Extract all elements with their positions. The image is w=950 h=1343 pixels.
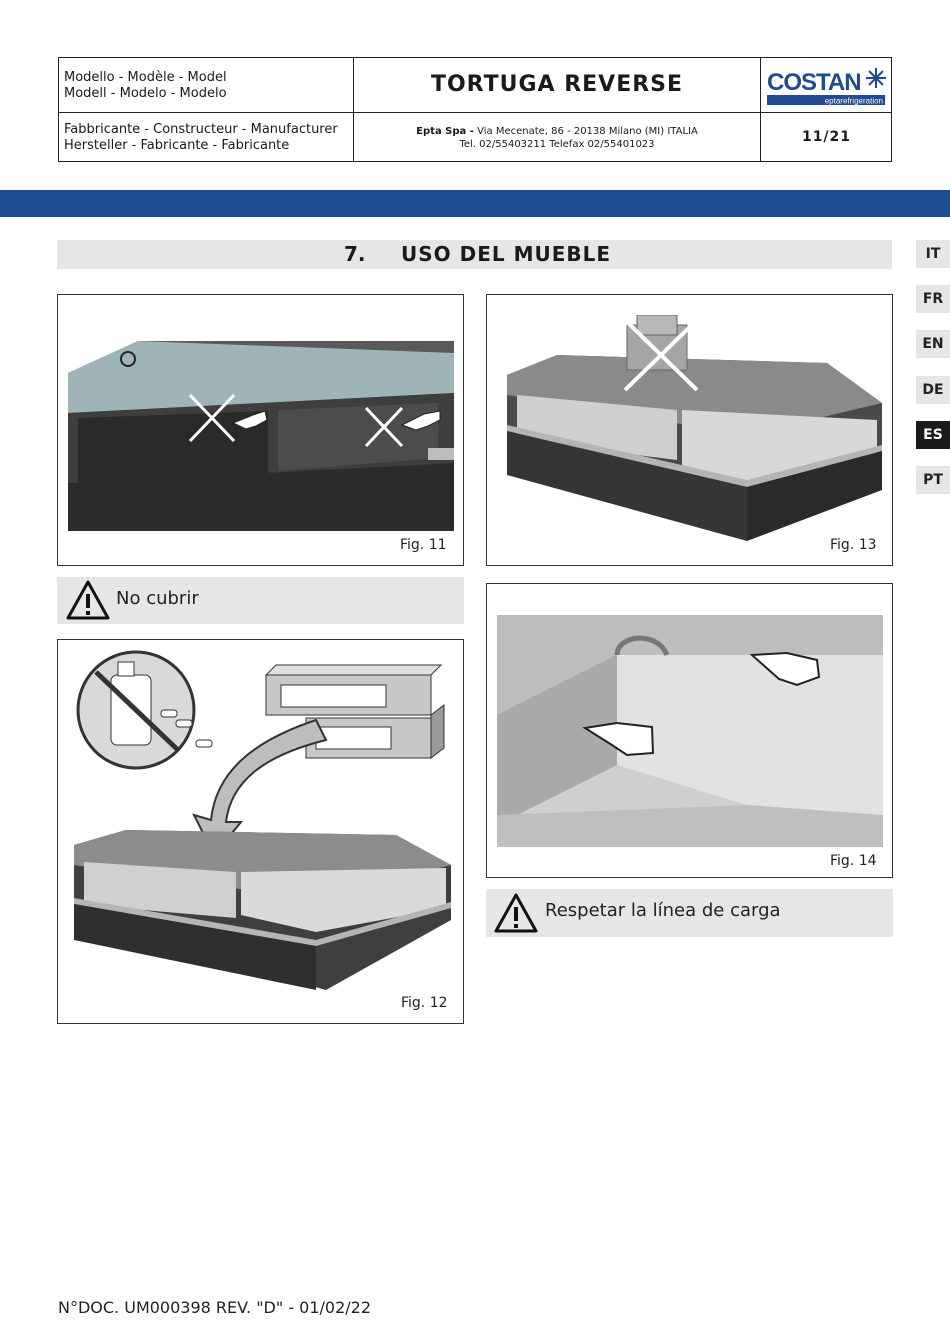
warning-load-line-text: Respetar la línea de carga <box>545 900 781 921</box>
model-label-line1: Modello - Modèle - Model <box>64 70 227 85</box>
figure-14: Fig. 14 <box>486 583 893 878</box>
cross-mark-icon <box>623 318 699 392</box>
manufacturer-label: Fabbricante - Constructeur - Manufacture… <box>64 122 338 154</box>
warning-triangle-icon <box>66 580 110 620</box>
page-number: 11/21 <box>801 129 852 145</box>
lang-tab-en[interactable]: EN <box>916 330 950 358</box>
section-title: USO DEL MUEBLE <box>401 242 612 266</box>
lang-tab-fr[interactable]: FR <box>916 285 950 313</box>
manufacturer-label-line2: Hersteller - Fabricante - Fabricante <box>64 138 290 153</box>
costan-logo: COSTAN eptarefrigeration <box>765 64 887 106</box>
fig13-cabinet-image <box>507 315 882 541</box>
model-label: Modello - Modèle - Model Modell - Modelo… <box>64 70 227 102</box>
fig11-label: Fig. 11 <box>400 537 447 553</box>
document-number: N°DOC. UM000398 REV. "D" - 01/02/22 <box>58 1298 372 1317</box>
company-name: Epta Spa - <box>416 126 474 137</box>
pointing-hand-icon <box>400 410 441 431</box>
model-label-line2: Modell - Modelo - Modelo <box>64 86 227 101</box>
product-title: TORTUGA REVERSE <box>430 72 684 97</box>
fig11-cabinet-image <box>68 323 454 531</box>
figure-13: Fig. 13 <box>486 294 893 566</box>
warning-no-cover-text: No cubrir <box>116 588 199 609</box>
section-number: 7. <box>344 242 366 266</box>
company-address: Via Mecenate, 86 - 20138 Milano (MI) ITA… <box>477 126 698 137</box>
section-heading: 7. USO DEL MUEBLE <box>57 240 892 269</box>
boxes-icon <box>264 664 445 760</box>
manufacturer-label-line1: Fabbricante - Constructeur - Manufacture… <box>64 122 338 137</box>
fig12-cabinet-image <box>74 650 451 990</box>
logo-wordmark: COSTAN <box>767 69 861 96</box>
logo-subtext: eptarefrigeration <box>825 97 883 106</box>
header-table: Modello - Modèle - Model Modell - Modelo… <box>58 57 892 162</box>
lang-tab-pt[interactable]: PT <box>916 466 950 494</box>
company-phone: Tel. 02/55403211 Telefax 02/55401023 <box>459 139 655 150</box>
fig14-load-line-image <box>497 615 883 847</box>
cross-mark-icon <box>364 406 404 448</box>
snowflake-icon <box>866 68 886 88</box>
company-info: Epta Spa - Via Mecenate, 86 - 20138 Mila… <box>354 125 760 151</box>
fig13-label: Fig. 13 <box>830 537 877 553</box>
lang-tab-es[interactable]: ES <box>916 421 950 449</box>
box-stack-icon <box>626 315 688 371</box>
cross-mark-icon <box>188 393 236 443</box>
no-chemicals-icon <box>76 650 213 770</box>
fig12-label: Fig. 12 <box>401 995 448 1011</box>
warning-load-line: Respetar la línea de carga <box>486 889 893 937</box>
pointing-hand-icon <box>582 721 655 757</box>
warning-no-cover: No cubrir <box>57 577 464 624</box>
pointing-hand-icon <box>749 651 821 687</box>
blue-band <box>0 190 950 217</box>
pointing-hand-icon <box>231 410 268 430</box>
fig14-label: Fig. 14 <box>830 853 877 869</box>
figure-11: Fig. 11 <box>57 294 464 566</box>
figure-12: Fig. 12 <box>57 639 464 1024</box>
warning-triangle-icon <box>494 893 538 933</box>
lang-tab-de[interactable]: DE <box>916 376 950 404</box>
lang-tab-it[interactable]: IT <box>916 240 950 268</box>
